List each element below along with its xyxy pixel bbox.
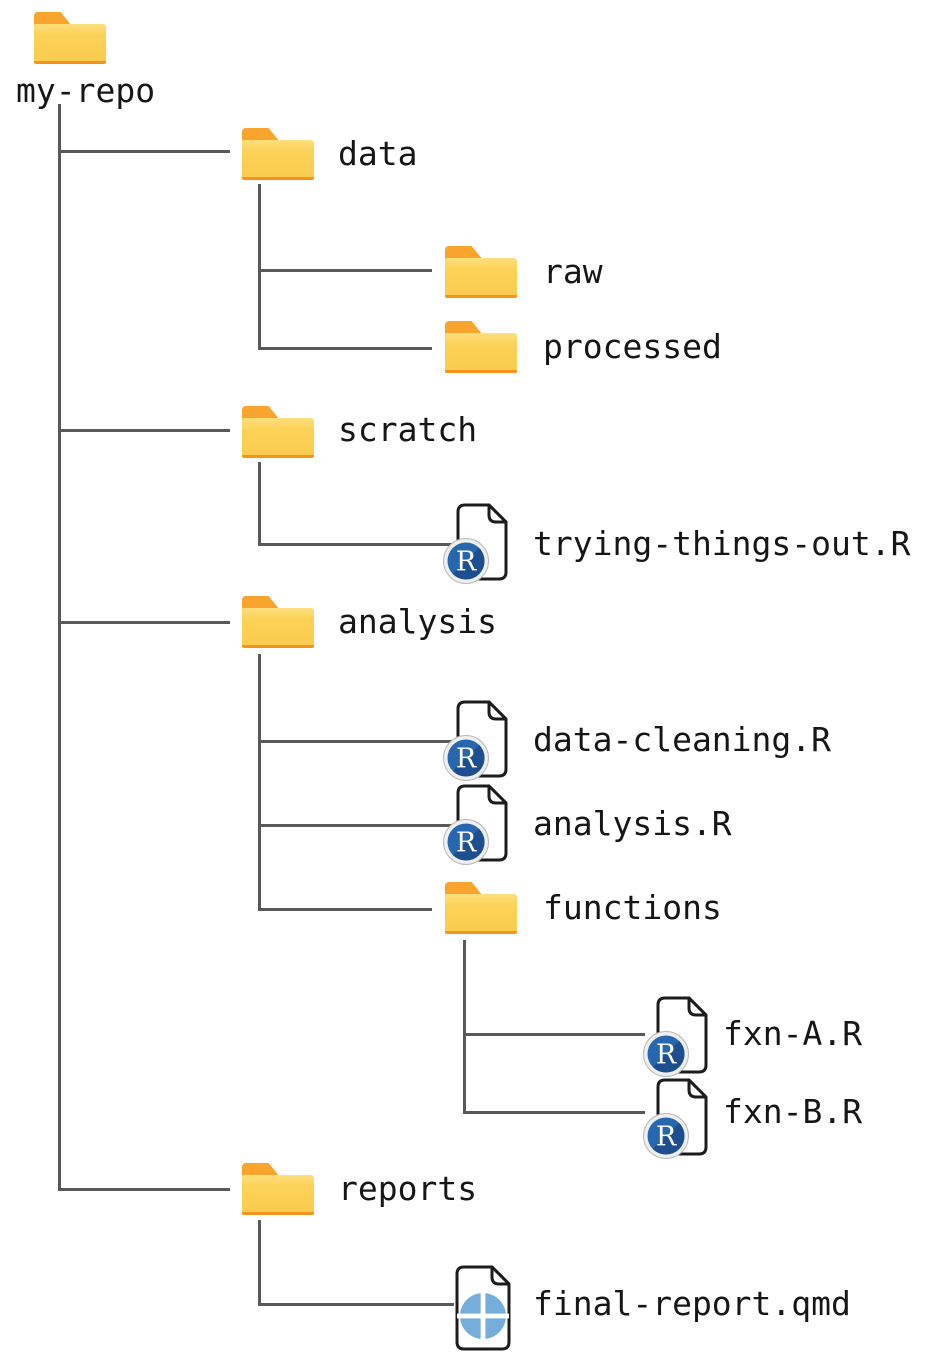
r-script-icon-analysis-r: R <box>443 784 508 865</box>
r-script-icon-trying-things-out: R <box>443 503 508 584</box>
folder-body <box>242 140 314 180</box>
label-data: data <box>338 134 418 173</box>
folder-tab <box>242 1163 280 1177</box>
folder-body <box>242 1175 314 1215</box>
label-reports: reports <box>338 1169 478 1208</box>
svg-text:R: R <box>456 828 477 859</box>
connector-branch-fxn-b <box>463 1111 645 1114</box>
quarto-doc-icon-final-report <box>455 1265 511 1351</box>
connector-stem-data <box>258 184 261 350</box>
folder-icon-processed <box>445 321 517 373</box>
folder-icon-scratch <box>242 406 314 458</box>
folder-tab <box>445 882 483 896</box>
label-processed: processed <box>543 327 722 366</box>
connector-trunk <box>58 104 61 1191</box>
connector-branch-trying <box>258 543 454 546</box>
folder-body <box>34 24 106 64</box>
folder-tab <box>445 321 483 335</box>
folder-tab <box>34 12 72 26</box>
connector-branch-final <box>258 1303 454 1306</box>
r-script-icon-fxn-a: R <box>643 996 708 1077</box>
folder-icon-analysis <box>242 596 314 648</box>
svg-text:R: R <box>656 1040 677 1071</box>
label-fxn-a: fxn-A.R <box>723 1014 863 1053</box>
connector-stem-scratch <box>258 462 261 546</box>
folder-body <box>445 258 517 298</box>
connector-branch-reports <box>58 1188 230 1191</box>
connector-branch-data <box>58 150 230 153</box>
folder-body <box>242 418 314 458</box>
folder-tab <box>242 596 280 610</box>
r-script-icon-fxn-b: R <box>643 1078 708 1159</box>
label-raw: raw <box>543 252 603 291</box>
folder-icon-my-repo <box>34 12 106 64</box>
label-analysis-r: analysis.R <box>533 804 732 843</box>
folder-icon-data <box>242 128 314 180</box>
connector-branch-processed <box>258 347 432 350</box>
label-final-report: final-report.qmd <box>533 1284 851 1323</box>
folder-tab <box>242 406 280 420</box>
connector-stem-functions <box>463 940 466 1114</box>
label-scratch: scratch <box>338 410 478 449</box>
connector-branch-fxn-a <box>463 1033 645 1036</box>
svg-text:R: R <box>456 744 477 775</box>
folder-body <box>445 894 517 934</box>
connector-branch-functions <box>258 908 432 911</box>
label-functions: functions <box>543 888 722 927</box>
label-trying-things-out: trying-things-out.R <box>533 524 911 563</box>
connector-branch-scratch <box>58 429 230 432</box>
connector-branch-raw <box>258 269 432 272</box>
label-fxn-b: fxn-B.R <box>723 1092 863 1131</box>
connector-branch-cleaning <box>258 740 454 743</box>
connector-stem-reports <box>258 1220 261 1306</box>
folder-icon-raw <box>445 246 517 298</box>
connector-branch-analysis <box>58 621 230 624</box>
folder-icon-reports <box>242 1163 314 1215</box>
connector-stem-analysis <box>258 654 261 911</box>
svg-text:R: R <box>456 547 477 578</box>
label-analysis: analysis <box>338 602 497 641</box>
folder-tab <box>445 246 483 260</box>
label-my-repo: my-repo <box>16 71 156 110</box>
label-data-cleaning: data-cleaning.R <box>533 720 832 759</box>
folder-tab <box>242 128 280 142</box>
folder-body <box>445 333 517 373</box>
folder-body <box>242 608 314 648</box>
folder-icon-functions <box>445 882 517 934</box>
r-script-icon-data-cleaning: R <box>443 700 508 781</box>
connector-branch-analysisr <box>258 824 454 827</box>
svg-text:R: R <box>656 1122 677 1153</box>
